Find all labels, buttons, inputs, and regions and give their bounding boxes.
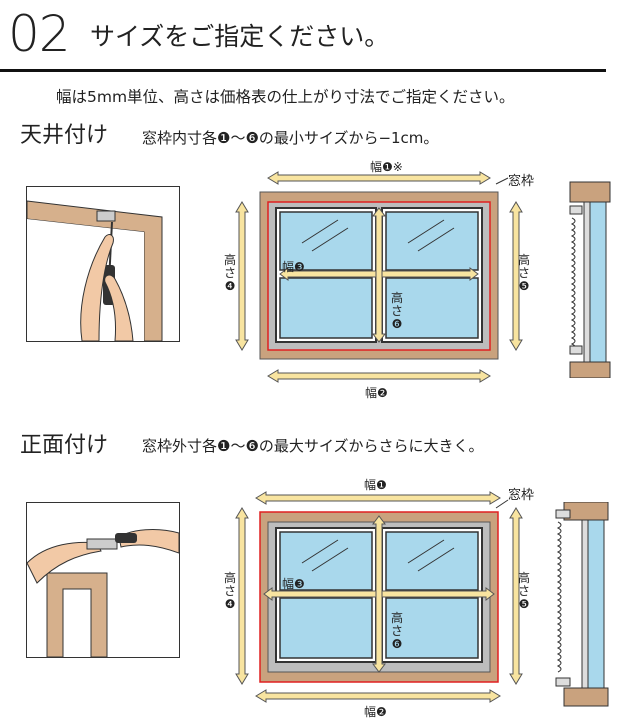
ceiling-mount-window-diagram [235,171,523,383]
intro-text: 幅は5mm単位、高さは価格表の仕上がり寸法でご指定ください。 [56,88,515,106]
ceiling-mount-title: 天井付け [20,123,109,148]
measurement-arrows [235,171,523,383]
front-mount-photo [26,502,180,658]
front-mount-window-diagram [235,491,523,703]
title-divider [0,69,606,72]
front-label-frame: 窓枠 [508,488,535,503]
ceiling-mount-illustration [27,200,163,341]
step-number: 02 [8,5,71,63]
front-label-width1: 幅❶ [364,478,387,492]
front-mount-description: 窓枠外寸各❶〜❻の最大サイズからさらに大きく。 [142,437,484,455]
front-mount-illustration [27,529,179,657]
ceiling-mount-photo [26,186,180,342]
step-title: サイズをご指定ください。 [90,22,390,51]
front-label-width2: 幅❷ [364,705,387,719]
front-mount-title: 正面付け [20,433,109,458]
ceiling-label-width1: 幅❶※ [370,160,403,174]
front-mount-side-view [555,502,609,707]
front-label-width3: 幅❸ [282,577,305,591]
ceiling-label-frame: 窓枠 [508,174,535,189]
ceiling-mount-side-view [569,181,611,378]
ceiling-label-width3: 幅❸ [282,260,305,274]
ceiling-label-width2: 幅❷ [365,386,388,400]
measurement-arrows [235,491,523,703]
ceiling-mount-description: 窓枠内寸各❶〜❻の最小サイズから−1cm。 [142,129,439,147]
